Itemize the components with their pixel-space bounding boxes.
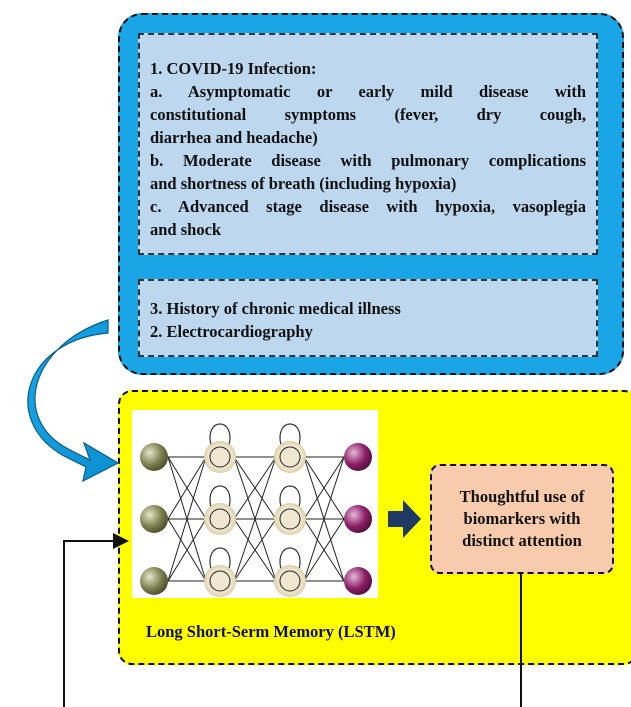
- network-connection: [303, 456, 345, 520]
- history-box: [138, 279, 598, 357]
- biomarker-line-3: distinct attention: [462, 531, 582, 550]
- network-connection: [233, 518, 277, 582]
- stage-b-line-2: and shortness of breath (including hypox…: [150, 174, 457, 193]
- neural-network-panel: [132, 410, 378, 598]
- curved-flow-arrow: [27, 319, 120, 483]
- history-item-ecg: 2. Electrocardiography: [150, 322, 313, 341]
- hidden-node-core: [209, 508, 231, 530]
- hidden-node-core: [209, 446, 231, 468]
- input-node: [140, 567, 168, 595]
- biomarker-label: Thoughtful use of biomarkers with distin…: [460, 486, 585, 552]
- output-node: [344, 443, 372, 471]
- lstm-network-diagram: [140, 423, 372, 597]
- network-connection: [303, 518, 345, 582]
- network-connection: [167, 456, 207, 520]
- input-node: [140, 505, 168, 533]
- stage-a-line-3: diarrhea and headache): [150, 128, 318, 147]
- infection-text: 1. COVID-19 Infection: a. Asymptomatic o…: [150, 57, 586, 241]
- biomarker-box: Thoughtful use of biomarkers with distin…: [430, 464, 614, 574]
- recurrent-loop: [279, 547, 301, 570]
- stage-c-line-2: and shock: [150, 220, 222, 239]
- recurrent-loop: [209, 485, 231, 508]
- network-connection: [303, 456, 345, 582]
- biomarker-line-1: Thoughtful use of: [459, 487, 585, 506]
- hidden-node-core: [279, 508, 301, 530]
- network-connection: [233, 456, 277, 582]
- hidden-node-core: [279, 570, 301, 592]
- input-node: [140, 443, 168, 471]
- hidden-node-core: [279, 446, 301, 468]
- output-node: [344, 567, 372, 595]
- network-connection: [167, 456, 207, 582]
- recurrent-loop: [209, 547, 231, 570]
- stage-a-line-2: constitutional symptoms (fever, dry coug…: [150, 105, 586, 124]
- biomarker-line-2: biomarkers with: [463, 509, 581, 528]
- history-item-illness: 3. History of chronic medical illness: [150, 299, 401, 318]
- history-text: 3. History of chronic medical illness 2.…: [150, 297, 586, 343]
- recurrent-loop: [209, 423, 231, 446]
- lstm-label: Long Short-Serm Memory (LSTM): [146, 622, 396, 641]
- stage-b-line-1: b. Moderate disease with pulmonary compl…: [150, 151, 586, 170]
- infection-heading: 1. COVID-19 Infection:: [150, 59, 317, 78]
- stage-c-line-1: c. Advanced stage disease with hypoxia, …: [150, 197, 586, 216]
- hidden-node-core: [209, 570, 231, 592]
- network-connection: [233, 456, 277, 520]
- recurrent-loop: [279, 423, 301, 446]
- recurrent-loop: [279, 485, 301, 508]
- network-connection: [167, 518, 207, 582]
- output-node: [344, 505, 372, 533]
- stage-a-line-1: a. Asymptomatic or early mild disease wi…: [150, 82, 586, 101]
- infection-stages-box: [138, 33, 598, 255]
